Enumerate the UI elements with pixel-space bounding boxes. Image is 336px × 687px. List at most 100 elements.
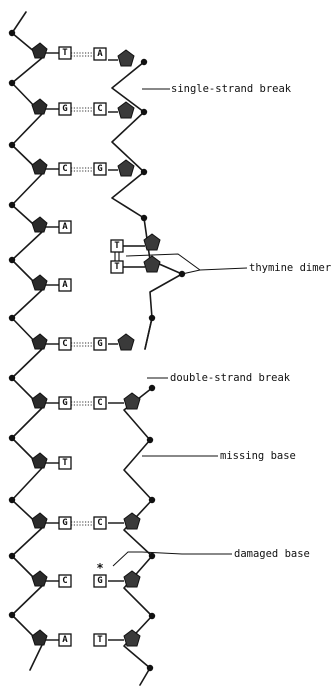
sugar-left-5 <box>31 274 48 291</box>
base-left-4: A <box>62 222 68 232</box>
sugar-right-3 <box>117 159 135 177</box>
annotation-leaders <box>112 88 248 567</box>
base-left-1: T <box>62 48 68 58</box>
leader-damaged-base <box>112 551 232 567</box>
base-box-left-10 <box>58 574 72 588</box>
base-box-right-3 <box>93 162 107 176</box>
base-box-left-1 <box>58 46 72 60</box>
leader-thymine-dimer <box>125 253 248 271</box>
sugar-right-dimer-2 <box>143 255 161 273</box>
right-sugars <box>117 49 161 647</box>
base-box-left-3 <box>58 162 72 176</box>
phosphate-left-10 <box>8 552 16 560</box>
phosphate-left-8 <box>8 434 16 442</box>
phosphate-left-3 <box>8 141 16 149</box>
phosphate-right-6 <box>148 314 156 322</box>
left-sugars <box>31 42 48 646</box>
base-right-10: G <box>97 576 102 586</box>
phosphate-left-6 <box>8 314 16 322</box>
hydrogen-bonds <box>71 52 94 526</box>
base-box-left-4 <box>58 220 72 234</box>
sugar-left-1 <box>31 42 48 59</box>
base-box-right-11 <box>93 633 107 647</box>
base-left-5: A <box>62 280 68 290</box>
base-left-3: C <box>62 164 67 174</box>
base-box-right-6 <box>93 337 107 351</box>
left-bases: T G C A A C G T G C A <box>58 46 72 647</box>
base-box-dimer-1 <box>110 239 124 253</box>
sugar-left-3 <box>31 158 48 175</box>
thymine-dimer: T T <box>110 239 145 274</box>
sugar-right-6 <box>123 512 141 530</box>
label-damaged-base: damaged base <box>234 548 310 560</box>
sugar-right-8 <box>123 629 141 647</box>
left-base-stubs <box>46 52 59 641</box>
phosphate-right-7 <box>148 384 156 392</box>
sugar-right-4 <box>117 333 135 351</box>
sugar-left-10 <box>31 570 48 587</box>
phosphate-left-11 <box>8 611 16 619</box>
sugar-left-6 <box>31 333 48 350</box>
sugar-right-1 <box>117 49 135 67</box>
phosphate-right-2 <box>140 108 148 116</box>
base-right-1: A <box>97 49 103 59</box>
label-thymine-dimer: thymine dimer <box>249 262 331 274</box>
right-phosphates <box>140 58 186 672</box>
base-box-right-9 <box>93 516 107 530</box>
label-single-strand-break: single-strand break <box>171 83 292 95</box>
label-missing-base: missing base <box>220 450 296 462</box>
phosphate-left-7 <box>8 374 16 382</box>
right-bases: A C G G C C G T <box>93 47 107 647</box>
phosphate-right-8 <box>146 436 154 444</box>
base-left-2: G <box>62 104 67 114</box>
base-right-9: C <box>97 518 102 528</box>
base-dimer-1: T <box>114 241 120 251</box>
sugar-left-8 <box>31 452 48 469</box>
label-double-strand-break: double-strand break <box>170 372 291 384</box>
phosphate-left-2 <box>8 79 16 87</box>
base-left-6: C <box>62 339 67 349</box>
phosphate-right-10 <box>148 552 156 560</box>
base-right-2: C <box>97 104 102 114</box>
phosphate-right-11 <box>148 612 156 620</box>
phosphate-right-3 <box>140 168 148 176</box>
base-box-left-8 <box>58 456 72 470</box>
sugar-right-7 <box>123 570 141 588</box>
annotation-labels: single-strand break thymine dimer double… <box>170 83 331 560</box>
base-box-left-11 <box>58 633 72 647</box>
sugar-left-11 <box>31 629 48 646</box>
base-left-10: C <box>62 576 67 586</box>
right-strand-segment-top <box>111 61 151 261</box>
left-phosphates <box>8 29 16 619</box>
base-box-left-7 <box>58 396 72 410</box>
base-box-right-7 <box>93 396 107 410</box>
base-box-left-2 <box>58 102 72 116</box>
base-left-11: A <box>62 635 68 645</box>
base-box-right-2 <box>93 102 107 116</box>
base-right-11: T <box>97 635 103 645</box>
base-right-6: G <box>97 339 102 349</box>
phosphate-left-1 <box>8 29 16 37</box>
base-box-left-9 <box>58 516 72 530</box>
sugar-right-5 <box>123 392 141 410</box>
base-box-left-5 <box>58 278 72 292</box>
phosphate-right-4 <box>140 214 148 222</box>
base-right-3: G <box>97 164 102 174</box>
phosphate-right-12 <box>146 664 154 672</box>
base-left-7: G <box>62 398 67 408</box>
right-strand-segment-middle <box>144 317 153 350</box>
sugar-right-dimer-1 <box>143 233 161 251</box>
base-right-7: C <box>97 398 102 408</box>
base-dimer-2: T <box>114 262 120 272</box>
phosphate-right-9 <box>148 496 156 504</box>
phosphate-right-1 <box>140 58 148 66</box>
damage-star-icon: * <box>97 561 104 575</box>
base-left-8: T <box>62 458 68 468</box>
phosphate-left-5 <box>8 256 16 264</box>
base-box-right-10 <box>93 574 107 588</box>
phosphate-left-9 <box>8 496 16 504</box>
right-base-stubs <box>108 59 124 641</box>
phosphate-left-4 <box>8 201 16 209</box>
sugar-left-9 <box>31 512 48 529</box>
